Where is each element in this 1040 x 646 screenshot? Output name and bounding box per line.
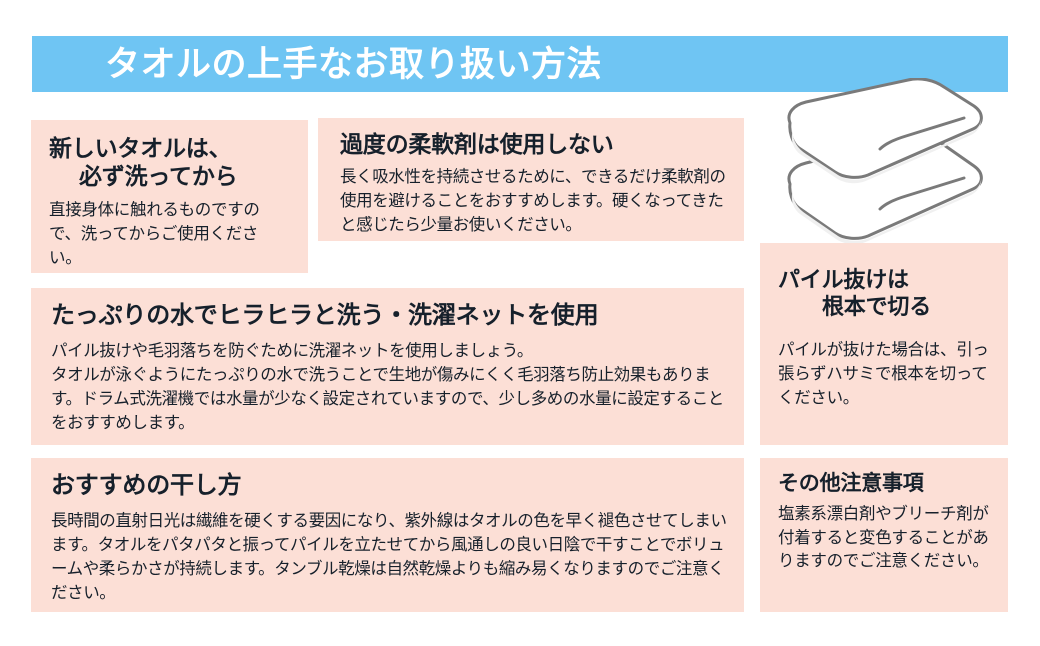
card-new-towel-body: 直接身体に触れるものですので、洗ってからご使用ください。 [49, 201, 260, 267]
card-pile-pull-body: パイルが抜けた場合は、引っ張らずハサミで根本を切ってください。 [778, 340, 989, 407]
card-drying-title: おすすめの干し方 [51, 472, 242, 499]
card-pile-pull-title-line2: 根本で切る [822, 293, 932, 319]
card-other-notes-title: その他注意事項 [778, 472, 924, 495]
card-pile-pull-title-line1: パイル抜けは [778, 267, 909, 292]
header-bar [32, 36, 1008, 92]
card-pile-pull: パイル抜けは 根本で切る パイルが抜けた場合は、引っ張らずハサミで根本を切ってく… [760, 243, 1008, 445]
card-new-towel: 新しいタオルは、 必ず洗ってから 直接身体に触れるものですので、洗ってからご使用… [31, 120, 308, 273]
card-softener-title: 過度の柔軟剤は使用しない [340, 131, 614, 157]
card-softener: 過度の柔軟剤は使用しない 長く吸水性を持続させるために、できるだけ柔軟剤の使用を… [318, 118, 744, 241]
card-new-towel-title: 新しいタオルは、 必ず洗ってから [49, 134, 290, 190]
card-softener-body: 長く吸水性を持続させるために、できるだけ柔軟剤の使用を避けることをおすすめします… [340, 168, 726, 234]
card-drying-body: 長時間の直射日光は繊維を硬くする要因になり、紫外線はタオルの色を早く褪色させてし… [51, 512, 727, 603]
card-new-towel-title-line2: 必ず洗ってから [79, 163, 238, 190]
card-pile-pull-title: パイル抜けは 根本で切る [778, 267, 994, 321]
stacked-towels-icon [768, 78, 1008, 263]
card-other-notes: その他注意事項 塩素系漂白剤やブリーチ剤が付着すると変色することがありますのでご… [760, 458, 1008, 612]
card-drying: おすすめの干し方 長時間の直射日光は繊維を硬くする要因になり、紫外線はタオルの色… [31, 458, 744, 612]
card-water-washing: たっぷりの水でヒラヒラと洗う・洗濯ネットを使用 パイル抜けや毛羽落ちを防ぐために… [31, 288, 744, 445]
page-title: タオルの上手なお取り扱い方法 [105, 45, 603, 84]
card-new-towel-title-line1: 新しいタオルは、 [49, 135, 232, 161]
card-water-washing-title: たっぷりの水でヒラヒラと洗う・洗濯ネットを使用 [51, 302, 599, 329]
card-water-washing-body: パイル抜けや毛羽落ちを防ぐために洗濯ネットを使用しましょう。 タオルが泳ぐように… [51, 342, 724, 433]
card-other-notes-body: 塩素系漂白剤やブリーチ剤が付着すると変色することがありますのでご注意ください。 [778, 504, 989, 571]
